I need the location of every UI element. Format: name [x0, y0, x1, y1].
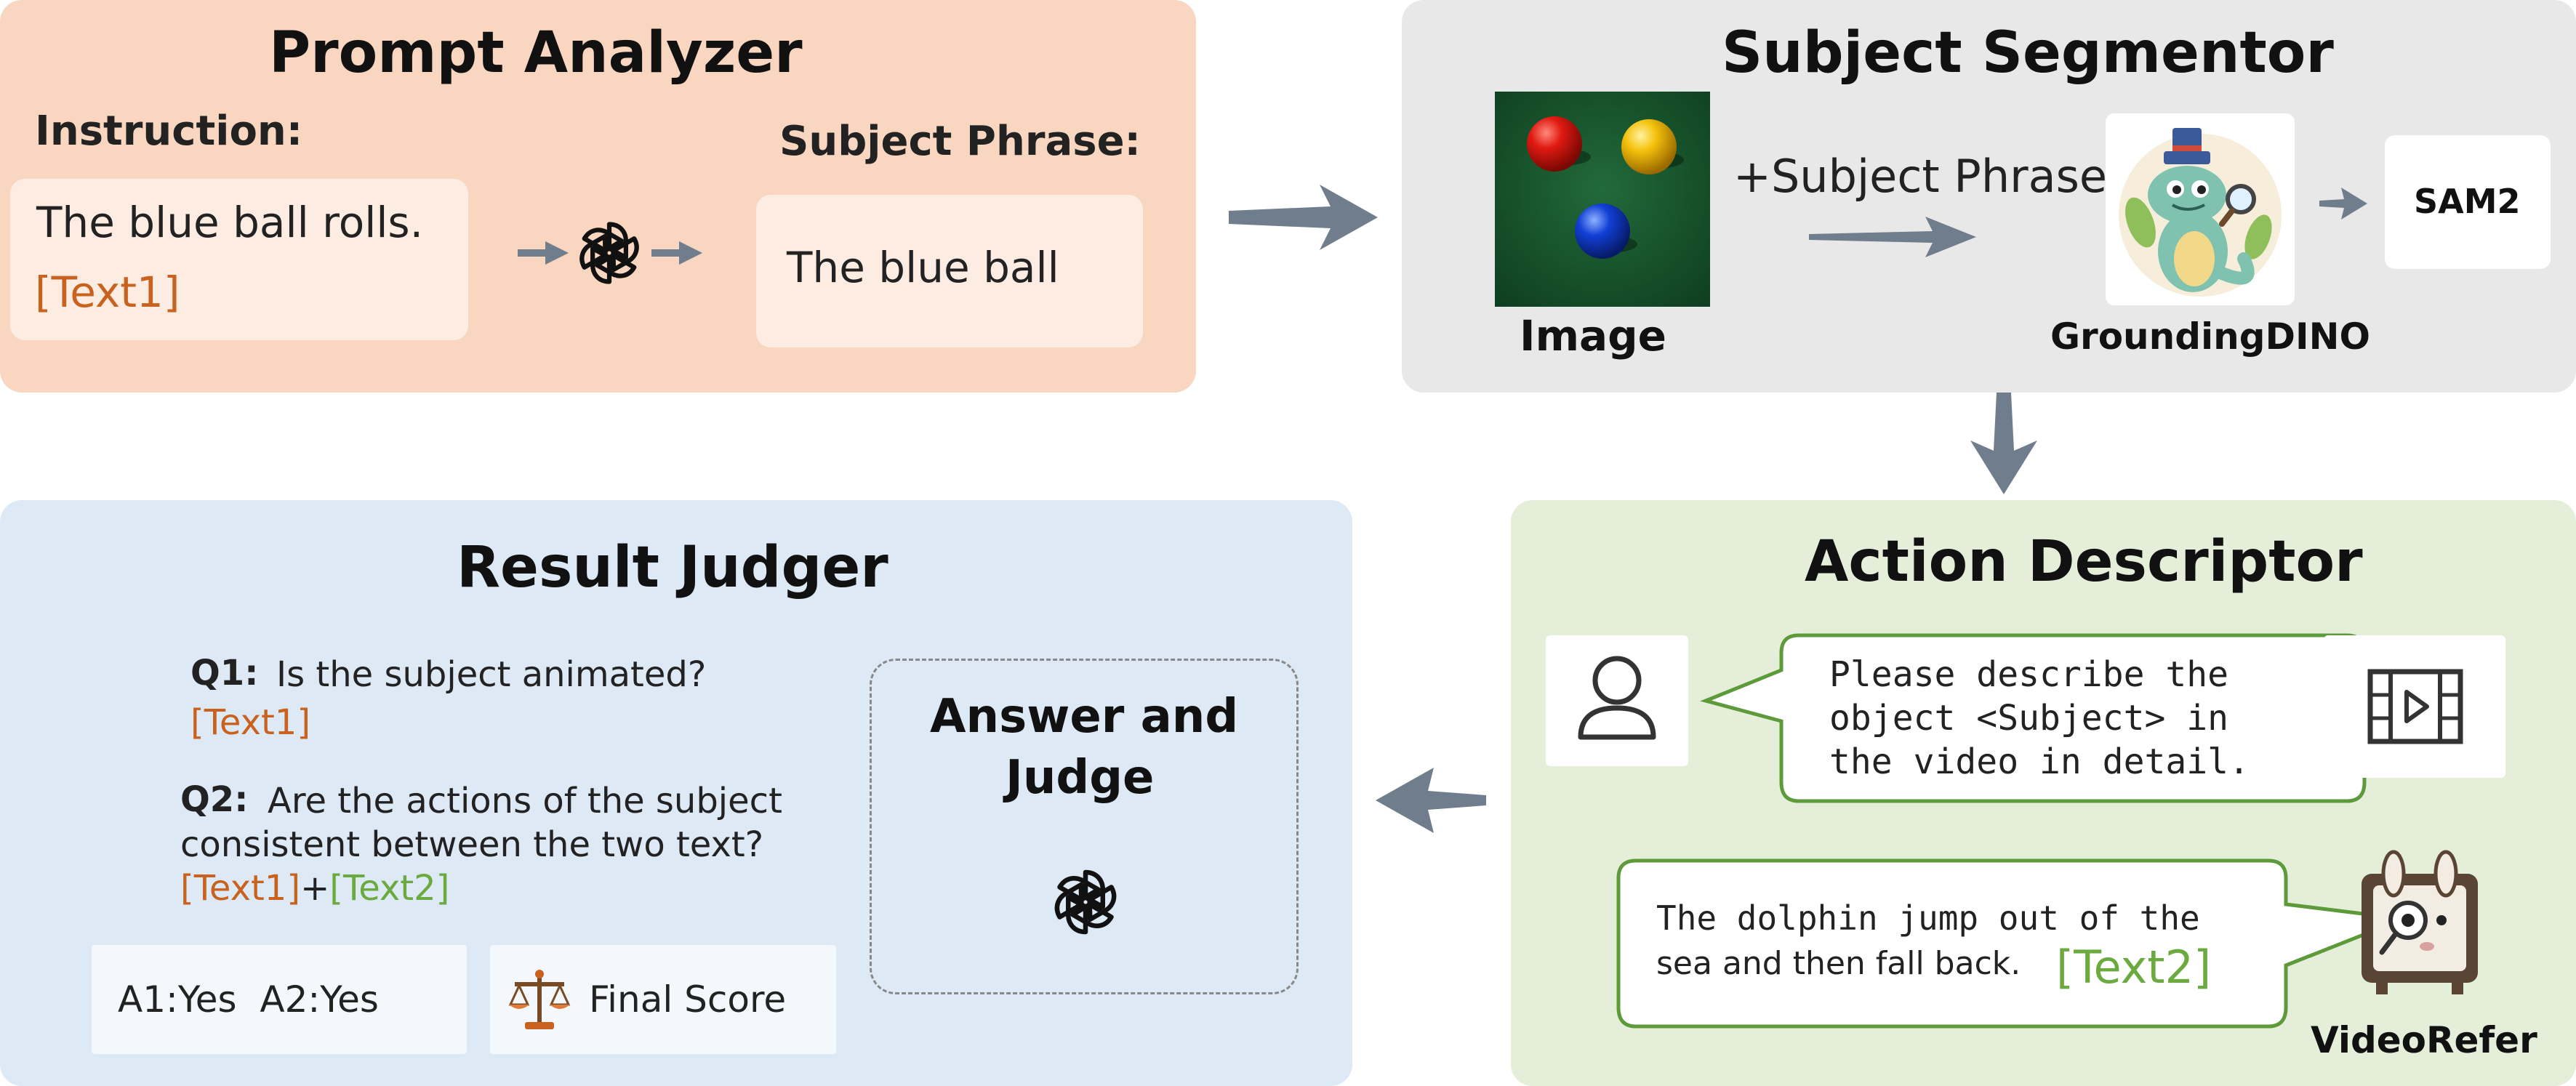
- q2-tag-2: [Text2]: [329, 868, 450, 909]
- q2-tag-1: [Text1]: [180, 868, 301, 909]
- input-image: [1495, 92, 1710, 307]
- instruction-tag: [Text1]: [35, 268, 180, 317]
- prompt-analyzer-title: Prompt Analyzer: [269, 20, 803, 86]
- answers-text: A1:Yes A2:Yes: [118, 978, 379, 1021]
- arrow-from-gpt-icon: [651, 241, 702, 265]
- q2-tags: [Text1]+[Text2]: [180, 868, 449, 909]
- phrase-arrow-icon: [1809, 217, 1976, 257]
- answer-judge-line-1: Answer and: [930, 690, 1239, 744]
- result-judger-title: Result Judger: [457, 535, 888, 600]
- groundingdino-card: [2106, 113, 2295, 305]
- query-bubble-icon: [1700, 633, 2367, 803]
- judge-openai-logo-icon: [1046, 863, 1125, 941]
- answer-judge-line-2: Judge: [1006, 751, 1155, 805]
- subject-phrase-card: The blue ball: [756, 195, 1143, 347]
- subject-segmentor-title: Subject Segmentor: [1722, 20, 2334, 86]
- result-judger-panel: Result Judger Q1: Is the subject animate…: [0, 500, 1352, 1086]
- instruction-label: Instruction:: [35, 108, 303, 155]
- query-line-2: object <Subject> in: [1829, 698, 2229, 739]
- q2-line-2: consistent between the two text?: [180, 824, 764, 865]
- answers-card: A1:Yes A2:Yes: [92, 945, 467, 1054]
- instruction-card: The blue ball rolls. [Text1]: [10, 179, 468, 340]
- videorefer-mascot-icon: [2362, 850, 2478, 994]
- scale-balance-icon: [508, 970, 571, 1029]
- subject-phrase-input-label: +Subject Phrase: [1733, 150, 2108, 203]
- q2-plus: +: [300, 868, 330, 909]
- sam2-card: SAM2: [2385, 135, 2551, 269]
- subject-segmentor-panel: Subject Segmentor Image +Subject Phrase: [1402, 0, 2576, 393]
- answer-tag: [Text2]: [2056, 941, 2212, 994]
- video-card: [2324, 635, 2505, 778]
- user-icon: [1578, 656, 1656, 740]
- sam-arrow-icon: [2319, 188, 2367, 220]
- answer-line-2: sea and then fall back.: [1656, 945, 2021, 982]
- video-film-icon: [2367, 669, 2463, 744]
- videorefer-label: VideoRefer: [2311, 1019, 2537, 1061]
- q1-text: Is the subject animated?: [276, 654, 707, 695]
- subject-phrase-text: The blue ball: [787, 243, 1059, 292]
- sam2-label: SAM2: [2414, 182, 2521, 221]
- final-score-text: Final Score: [589, 978, 787, 1021]
- answer-judge-box: Answer and Judge: [870, 659, 1299, 994]
- final-score-card: Final Score: [490, 945, 836, 1054]
- groundingdino-label: GroundingDINO: [2050, 315, 2371, 358]
- arrow-to-gpt-icon: [518, 241, 569, 265]
- groundingdino-mascot-icon: [2119, 128, 2282, 297]
- answer-bubble-icon: [1616, 858, 2404, 1029]
- q1-label: Q1:: [190, 653, 259, 693]
- subject-phrase-label: Subject Phrase:: [779, 118, 1141, 165]
- q2-label: Q2:: [180, 779, 249, 820]
- query-line-3: the video in detail.: [1829, 741, 2250, 782]
- action-descriptor-panel: Action Descriptor Please describe the ob…: [1511, 500, 2576, 1086]
- user-card: [1546, 635, 1688, 766]
- answer-line-1: The dolphin jump out of the: [1656, 898, 2200, 938]
- openai-logo-icon: [571, 215, 647, 291]
- image-label: Image: [1520, 311, 1667, 361]
- flow-arrow-down-icon: [1970, 393, 2037, 494]
- query-line-1: Please describe the: [1829, 654, 2229, 695]
- flow-arrow-right-icon: [1229, 185, 1378, 250]
- instruction-text: The blue ball rolls.: [36, 198, 424, 247]
- flow-arrow-left-icon: [1376, 768, 1486, 833]
- action-descriptor-title: Action Descriptor: [1805, 529, 2363, 595]
- q2-line-1: Are the actions of the subject: [268, 781, 782, 821]
- prompt-analyzer-panel: Prompt Analyzer Instruction: The blue ba…: [0, 0, 1196, 393]
- q1-tag: [Text1]: [190, 702, 311, 743]
